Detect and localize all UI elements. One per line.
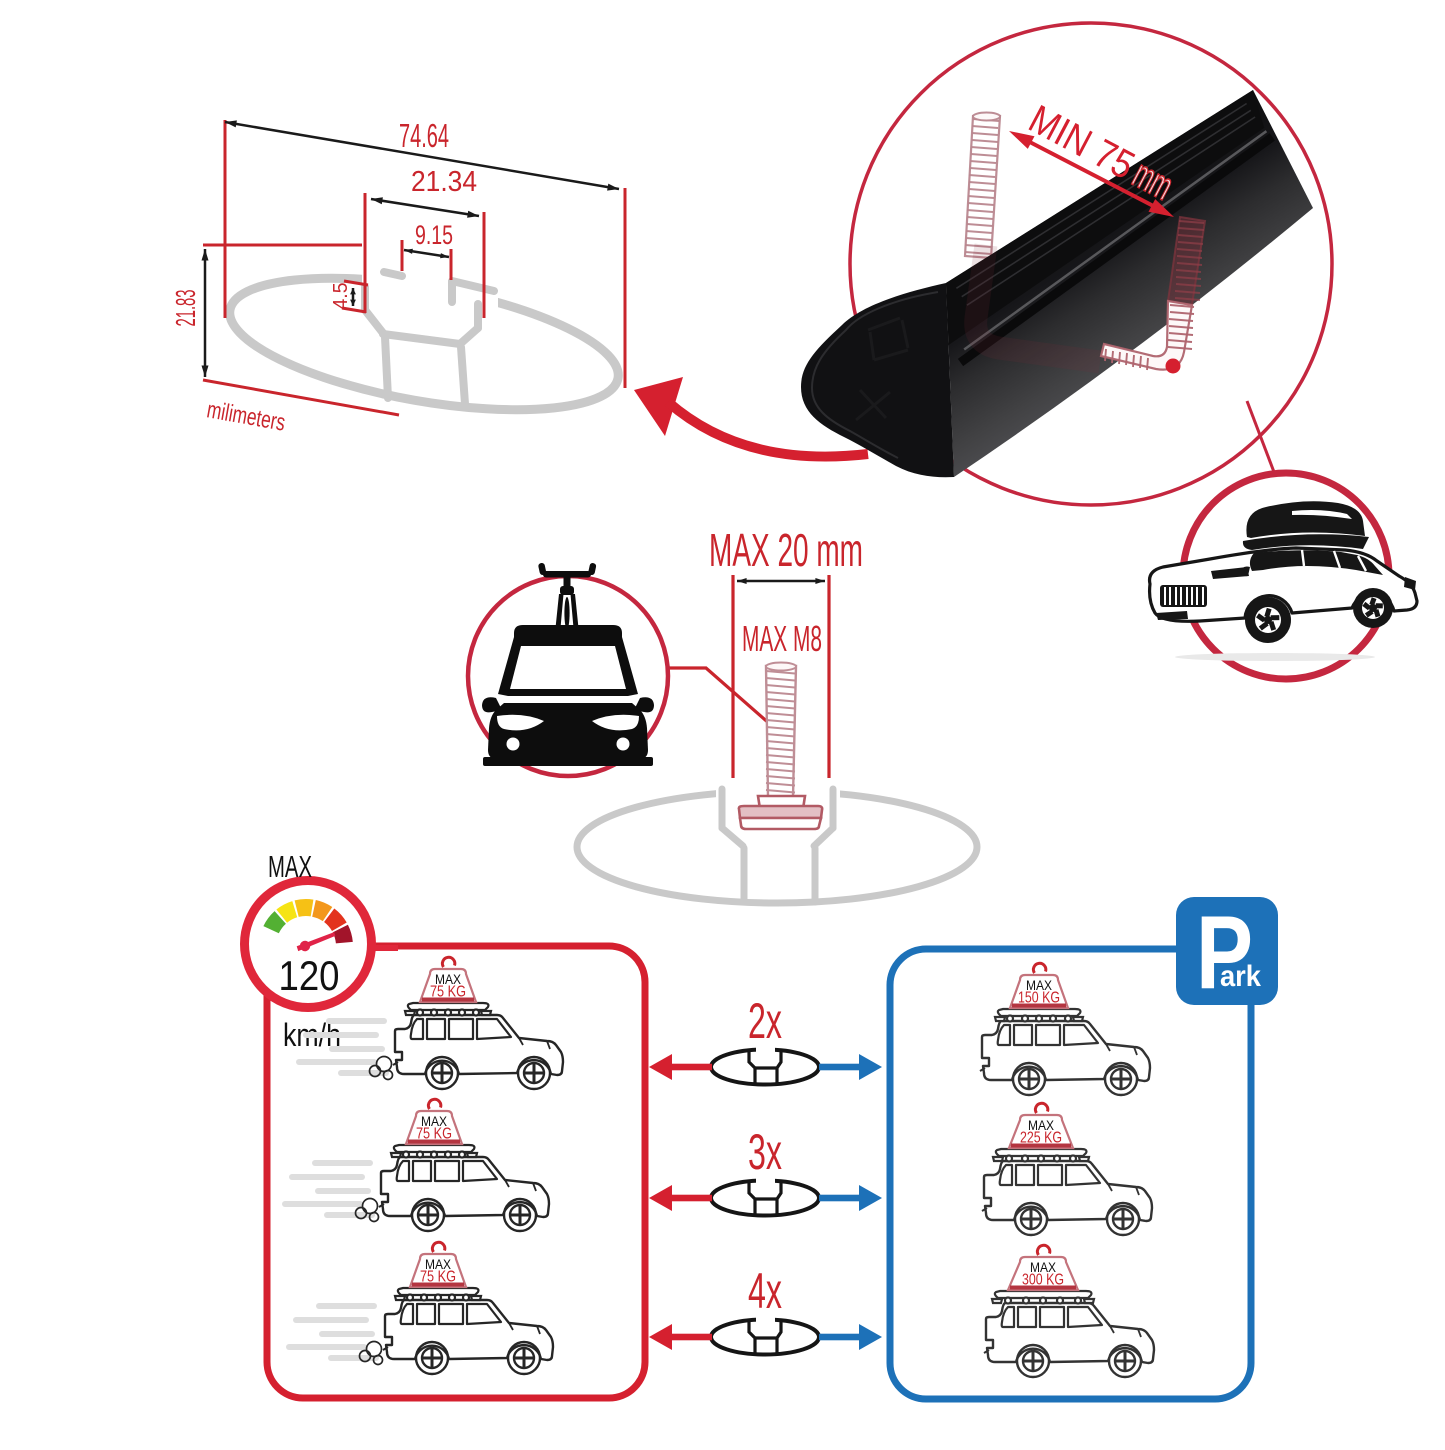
svg-text:300 KG: 300 KG (1022, 1272, 1064, 1289)
svg-text:MAX: MAX (425, 1256, 452, 1272)
svg-text:MIN 75: MIN 75 (1022, 97, 1142, 188)
svg-text:4.5: 4.5 (330, 283, 352, 310)
svg-text:2x: 2x (748, 993, 782, 1049)
svg-text:74.64: 74.64 (399, 117, 449, 154)
svg-text:75 KG: 75 KG (420, 1269, 456, 1286)
svg-text:75 KG: 75 KG (416, 1126, 452, 1143)
svg-text:225 KG: 225 KG (1020, 1130, 1062, 1147)
svg-text:3x: 3x (748, 1124, 782, 1180)
svg-text:MAX 20 mm: MAX 20 mm (709, 524, 863, 576)
svg-text:150 KG: 150 KG (1018, 990, 1060, 1007)
svg-text:MAX: MAX (1028, 1117, 1055, 1133)
svg-text:MAX: MAX (421, 1113, 448, 1129)
svg-text:4x: 4x (748, 1263, 782, 1319)
svg-text:9.15: 9.15 (415, 220, 453, 250)
svg-text:MAX: MAX (1026, 977, 1053, 993)
svg-text:75 KG: 75 KG (430, 984, 466, 1001)
svg-text:21.83: 21.83 (170, 290, 201, 327)
svg-text:P: P (1196, 895, 1253, 1011)
svg-text:MAX: MAX (1030, 1259, 1057, 1275)
svg-text:MAX M8: MAX M8 (742, 618, 822, 659)
svg-text:21.34: 21.34 (411, 166, 477, 198)
svg-text:milimeters: milimeters (205, 396, 287, 436)
svg-text:120: 120 (279, 952, 340, 999)
svg-text:MAX: MAX (435, 971, 462, 987)
svg-text:MAX: MAX (268, 849, 312, 884)
svg-text:ark: ark (1220, 960, 1261, 993)
